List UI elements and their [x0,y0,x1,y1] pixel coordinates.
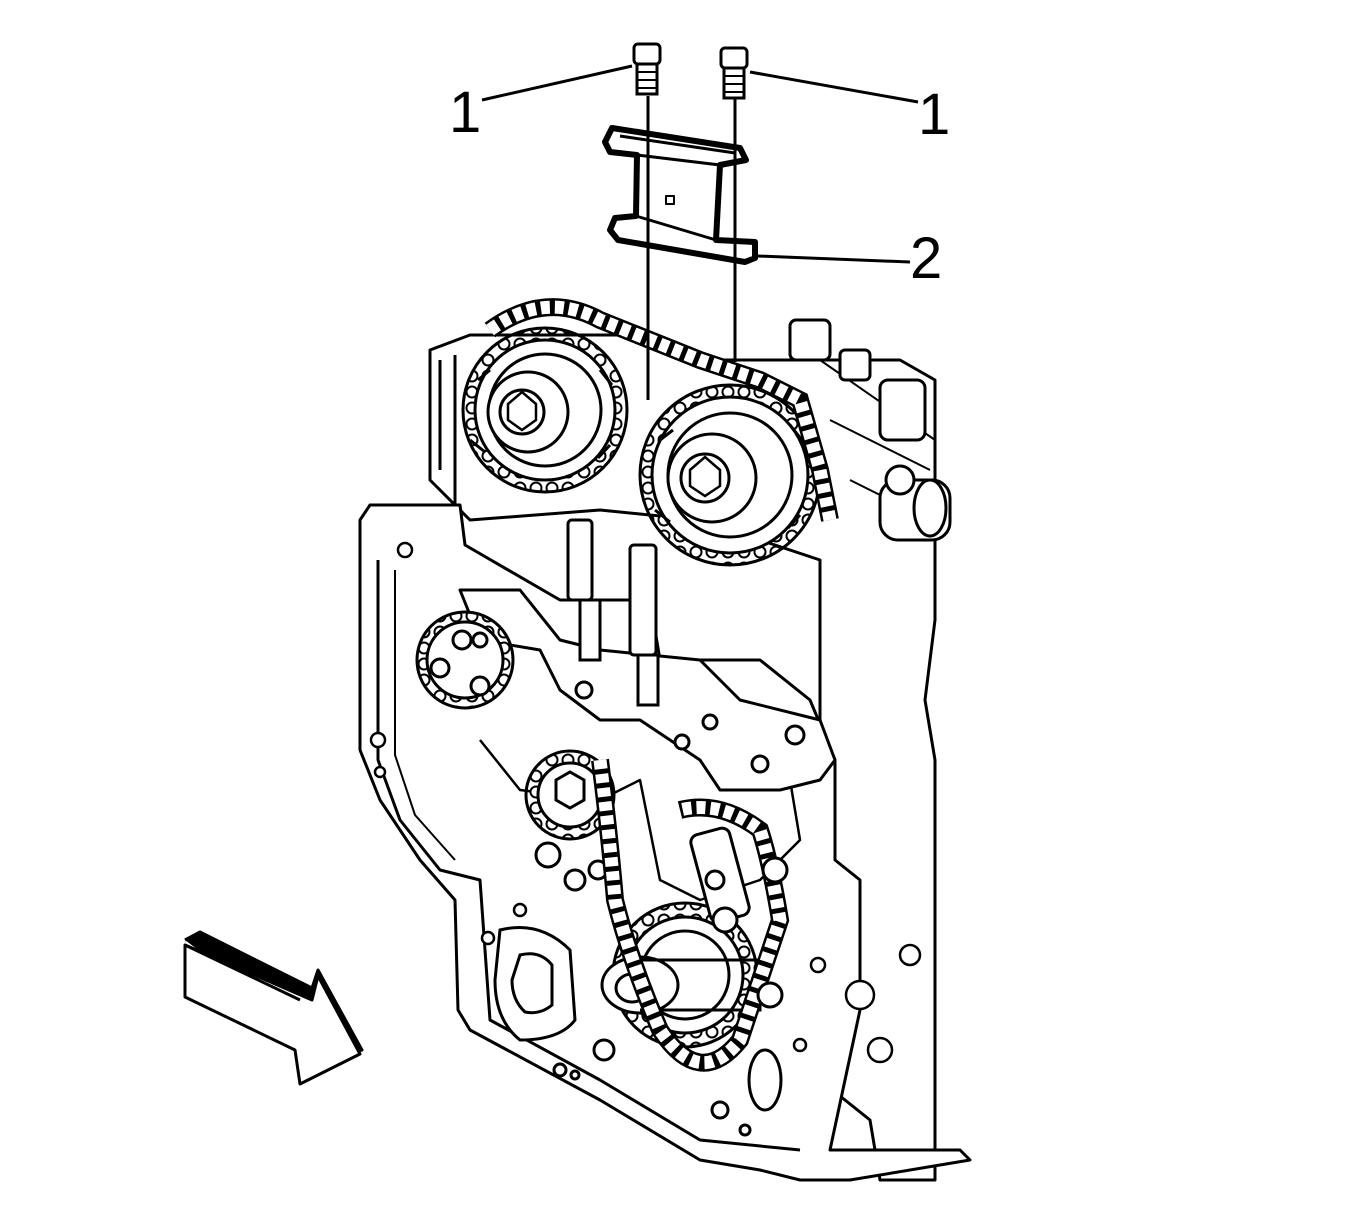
chain-guides [566,518,660,707]
bolt-guide-lines [646,96,737,400]
upper-timing-chain [484,298,839,522]
idler-sprocket-left [415,610,515,710]
callout-bracket: 2 [910,226,943,291]
callout-bolt-right: 1 [918,82,951,147]
bolt-right-icon [719,46,749,100]
intake-cam-sprocket [461,326,629,494]
oil-pump-details [493,926,783,1137]
balance-shaft-sprocket [524,749,616,892]
cylinder-head [428,318,952,1182]
cover-bolt-holes [369,541,922,1064]
chain-tensioner [689,826,789,1009]
camshaft-holding-bracket [602,125,758,265]
callout-bolt-left: 1 [449,80,482,145]
lower-timing-chain [591,758,790,1072]
callout-leaders [481,64,919,264]
exhaust-cam-sprocket [638,383,822,567]
bolt-left-icon [632,42,662,96]
view-direction-arrow-icon [183,930,364,1086]
